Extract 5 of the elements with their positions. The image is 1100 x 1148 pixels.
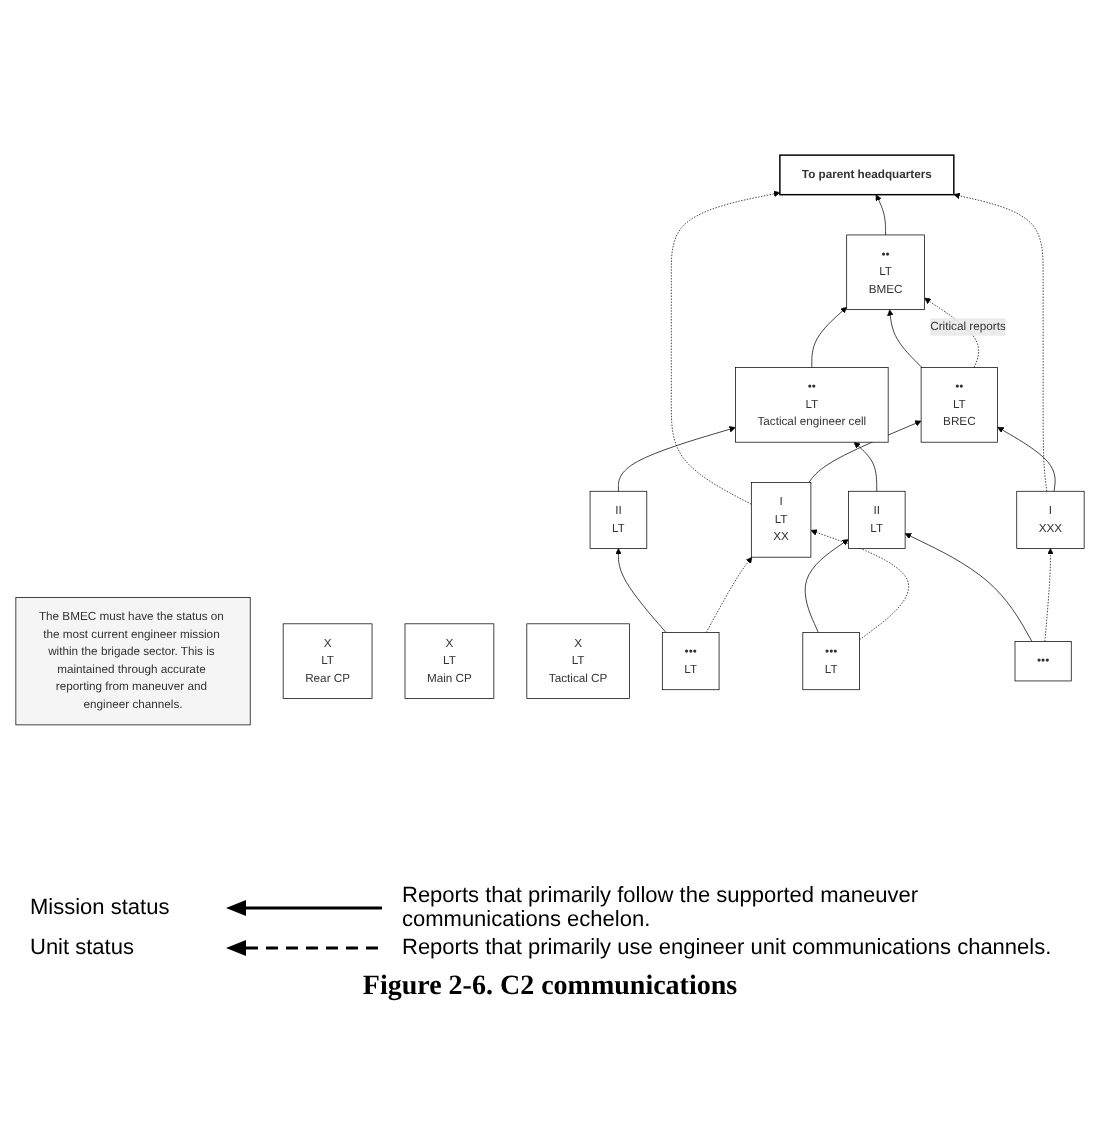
legend-label: Mission status xyxy=(30,896,172,920)
figure-caption: Figure 2-6. C2 communications xyxy=(362,972,738,1004)
legend-label: Unit status xyxy=(30,936,136,960)
legend-description: Reports that primarily follow the supported maneuver communications echelon. xyxy=(402,884,921,932)
legend-description: Reports that primarily use engineer unit communications channels. xyxy=(402,936,1054,960)
